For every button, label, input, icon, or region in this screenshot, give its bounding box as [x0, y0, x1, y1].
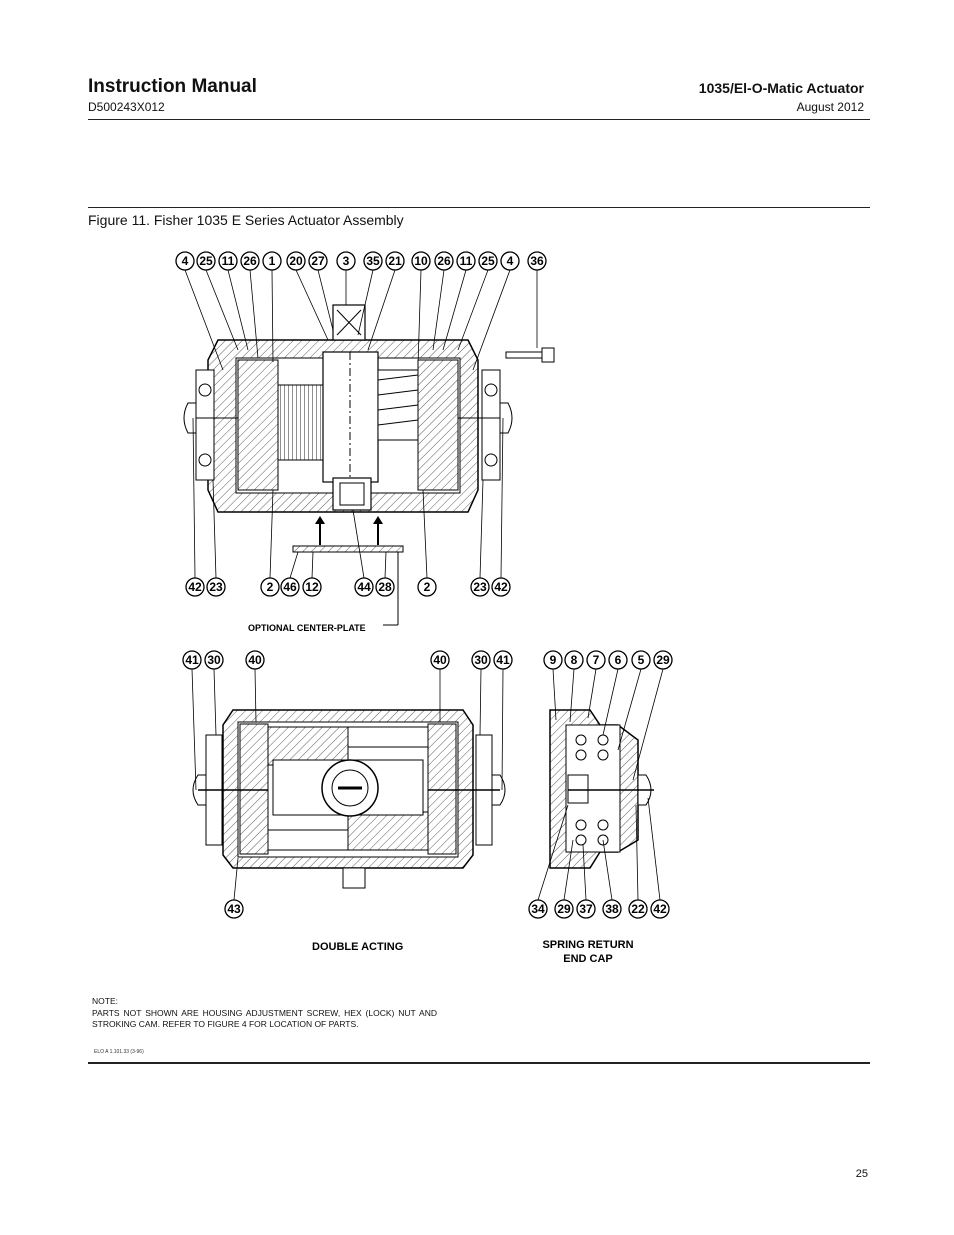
- callout-label: 40: [248, 653, 262, 667]
- callout-label: 23: [473, 580, 487, 594]
- optional-center-plate-label: OPTIONAL CENTER-PLATE: [248, 623, 366, 633]
- note-heading: NOTE:: [92, 996, 118, 1006]
- callout-label: 29: [557, 902, 571, 916]
- double-acting-callouts: 41 30 40 40 30 41 43: [182, 650, 513, 919]
- callout-label: 1: [269, 254, 276, 268]
- callout-label: 34: [531, 902, 545, 916]
- figure-bottom-rule: [88, 1062, 870, 1064]
- product-name: 1035/El-O-Matic Actuator: [698, 80, 864, 96]
- publication-date: August 2012: [796, 100, 864, 114]
- callout-label: 26: [243, 254, 257, 268]
- callout-label: 44: [357, 580, 371, 594]
- callout-label: 40: [433, 653, 447, 667]
- callout-label: 10: [414, 254, 428, 268]
- figure-top-rule: [88, 207, 870, 208]
- callout-label: 21: [388, 254, 402, 268]
- callout-label: 7: [593, 653, 600, 667]
- callout-label: 37: [579, 902, 593, 916]
- callout-label: 23: [209, 580, 223, 594]
- callout-label: 30: [207, 653, 221, 667]
- double-acting-leaders: [191, 668, 504, 901]
- spring-return-label-line1: SPRING RETURN: [542, 939, 633, 951]
- double-acting-label: DOUBLE ACTING: [312, 941, 403, 953]
- callout-label: 27: [311, 254, 325, 268]
- callout-label: 25: [481, 254, 495, 268]
- document-number: D500243X012: [88, 100, 165, 114]
- spring-return-callouts: 9 8 7 6 5 29 34 29 37 38 22 42: [528, 650, 673, 919]
- callout-label: 22: [631, 902, 645, 916]
- spring-return-label-line2: END CAP: [563, 953, 613, 965]
- callout-label: 41: [496, 653, 510, 667]
- callout-label: 43: [227, 902, 241, 916]
- callout-label: 42: [653, 902, 667, 916]
- callout-label: 2: [424, 580, 431, 594]
- page-number: 25: [855, 1168, 868, 1180]
- callout-label: 3: [343, 254, 350, 268]
- top-bottom-leaders: [192, 417, 504, 579]
- top-leaders: [184, 269, 538, 371]
- callout-label: 28: [378, 580, 392, 594]
- callout-label: 12: [305, 580, 319, 594]
- callout-label: 5: [638, 653, 645, 667]
- manual-title: Instruction Manual: [88, 76, 257, 97]
- top-callouts: 4 25 11 26 1 20 27 3 35 21 10 26 11 25 4…: [175, 251, 547, 271]
- top-cross-section: [183, 304, 555, 626]
- callout-label: 6: [615, 653, 622, 667]
- note-text: PARTS NOT SHOWN ARE HOUSING ADJUSTMENT S…: [92, 1007, 437, 1030]
- spring-return-section: [549, 709, 654, 869]
- callout-label: 9: [550, 653, 557, 667]
- callout-label: 38: [605, 902, 619, 916]
- spring-return-leaders: [537, 668, 664, 901]
- callout-label: 42: [188, 580, 202, 594]
- callout-label: 42: [494, 580, 508, 594]
- callout-label: 20: [289, 254, 303, 268]
- callout-label: 4: [507, 254, 514, 268]
- callout-label: 41: [185, 653, 199, 667]
- assembly-drawing: 4 25 11 26 1 20 27 3 35 21 10 26 11 25 4…: [175, 251, 673, 965]
- drawing-code: ELO A 1.101.33 (3-96): [94, 1049, 144, 1055]
- callout-label: 26: [437, 254, 451, 268]
- callout-label: 46: [283, 580, 297, 594]
- callout-label: 29: [656, 653, 670, 667]
- callout-label: 11: [222, 254, 235, 268]
- callout-label: 30: [474, 653, 488, 667]
- callout-label: 25: [199, 254, 213, 268]
- callout-label: 2: [267, 580, 274, 594]
- top-bottom-callouts: 42 23 2 46 12 44 28 2 23 42: [185, 577, 511, 597]
- callout-label: 8: [571, 653, 578, 667]
- figure-title: Figure 11. Fisher 1035 E Series Actuator…: [88, 212, 404, 228]
- double-acting-section: [192, 709, 506, 889]
- header-rule: [88, 119, 870, 120]
- figure-note: NOTE: PARTS NOT SHOWN ARE HOUSING ADJUST…: [92, 996, 437, 1031]
- callout-label: 4: [182, 254, 189, 268]
- callout-label: 36: [530, 254, 544, 268]
- callout-label: 11: [460, 254, 473, 268]
- callout-label: 35: [366, 254, 380, 268]
